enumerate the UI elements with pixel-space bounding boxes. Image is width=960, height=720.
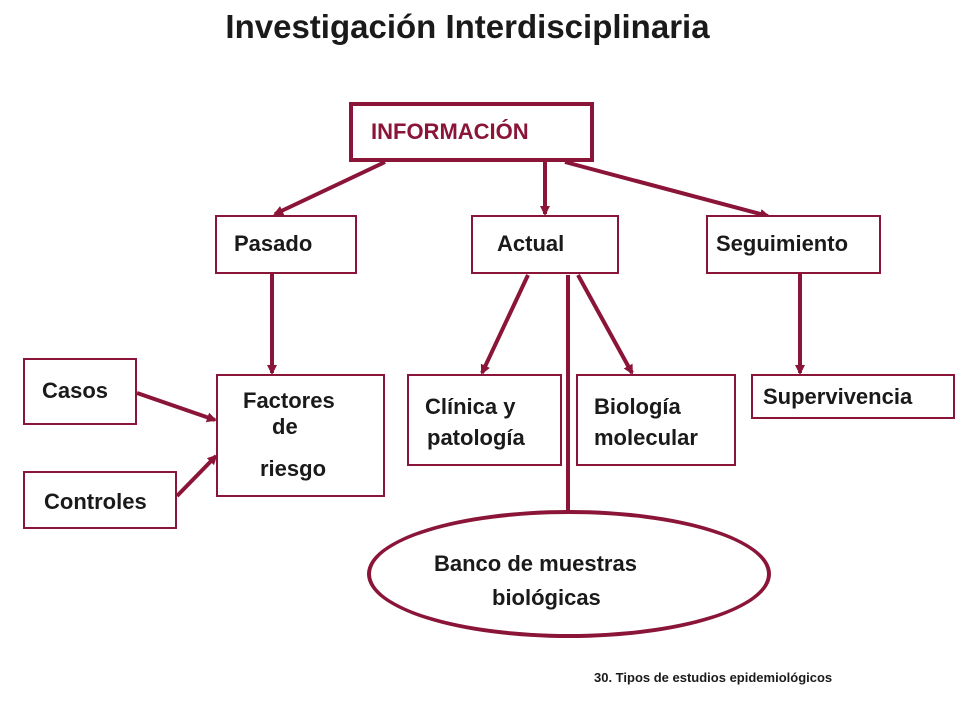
arrow-info-to-seguimiento [564,160,770,219]
footer-caption: 30. Tipos de estudios epidemiológicos [594,670,833,685]
clinica-label-line2: patología [427,425,525,450]
factores-label-line3: riesgo [260,456,327,481]
pasado-label: Pasado [234,231,313,256]
clinica-box [407,374,562,466]
factores-label-line2: de [272,414,298,439]
actual-box [471,215,619,274]
supervivencia-box [751,374,955,419]
actual-label: Actual [497,231,565,256]
banco-label-line1: Banco de muestras [434,551,637,576]
biologia-box [576,374,736,466]
seguimiento-label: Seguimiento [716,231,849,256]
arrow-controles-to-factores [175,454,218,498]
informacion-box [349,102,594,162]
controles-label: Controles [44,489,147,514]
informacion-label: INFORMACIÓN [371,119,529,144]
pasado-box [215,215,357,274]
factores-box [216,374,385,497]
arrow-actual-to-clinica [480,274,530,375]
banco-oval [367,510,771,638]
casos-box [23,358,137,425]
biologia-label-line1: Biología [594,394,681,419]
controles-box [23,471,177,529]
arrow-casos-to-factores [136,391,217,423]
supervivencia-label: Supervivencia [763,384,913,409]
arrow-info-to-pasado [273,160,386,216]
banco-label-line2: biológicas [492,585,601,610]
page-title: Investigación Interdisciplinaria [225,8,710,45]
casos-label: Casos [42,378,109,403]
biologia-label-line2: molecular [594,425,698,450]
factores-label-line1: Factores [243,388,335,413]
clinica-label-line1: Clínica y [425,394,516,419]
arrow-actual-to-biologia [576,274,634,375]
seguimiento-box [706,215,881,274]
